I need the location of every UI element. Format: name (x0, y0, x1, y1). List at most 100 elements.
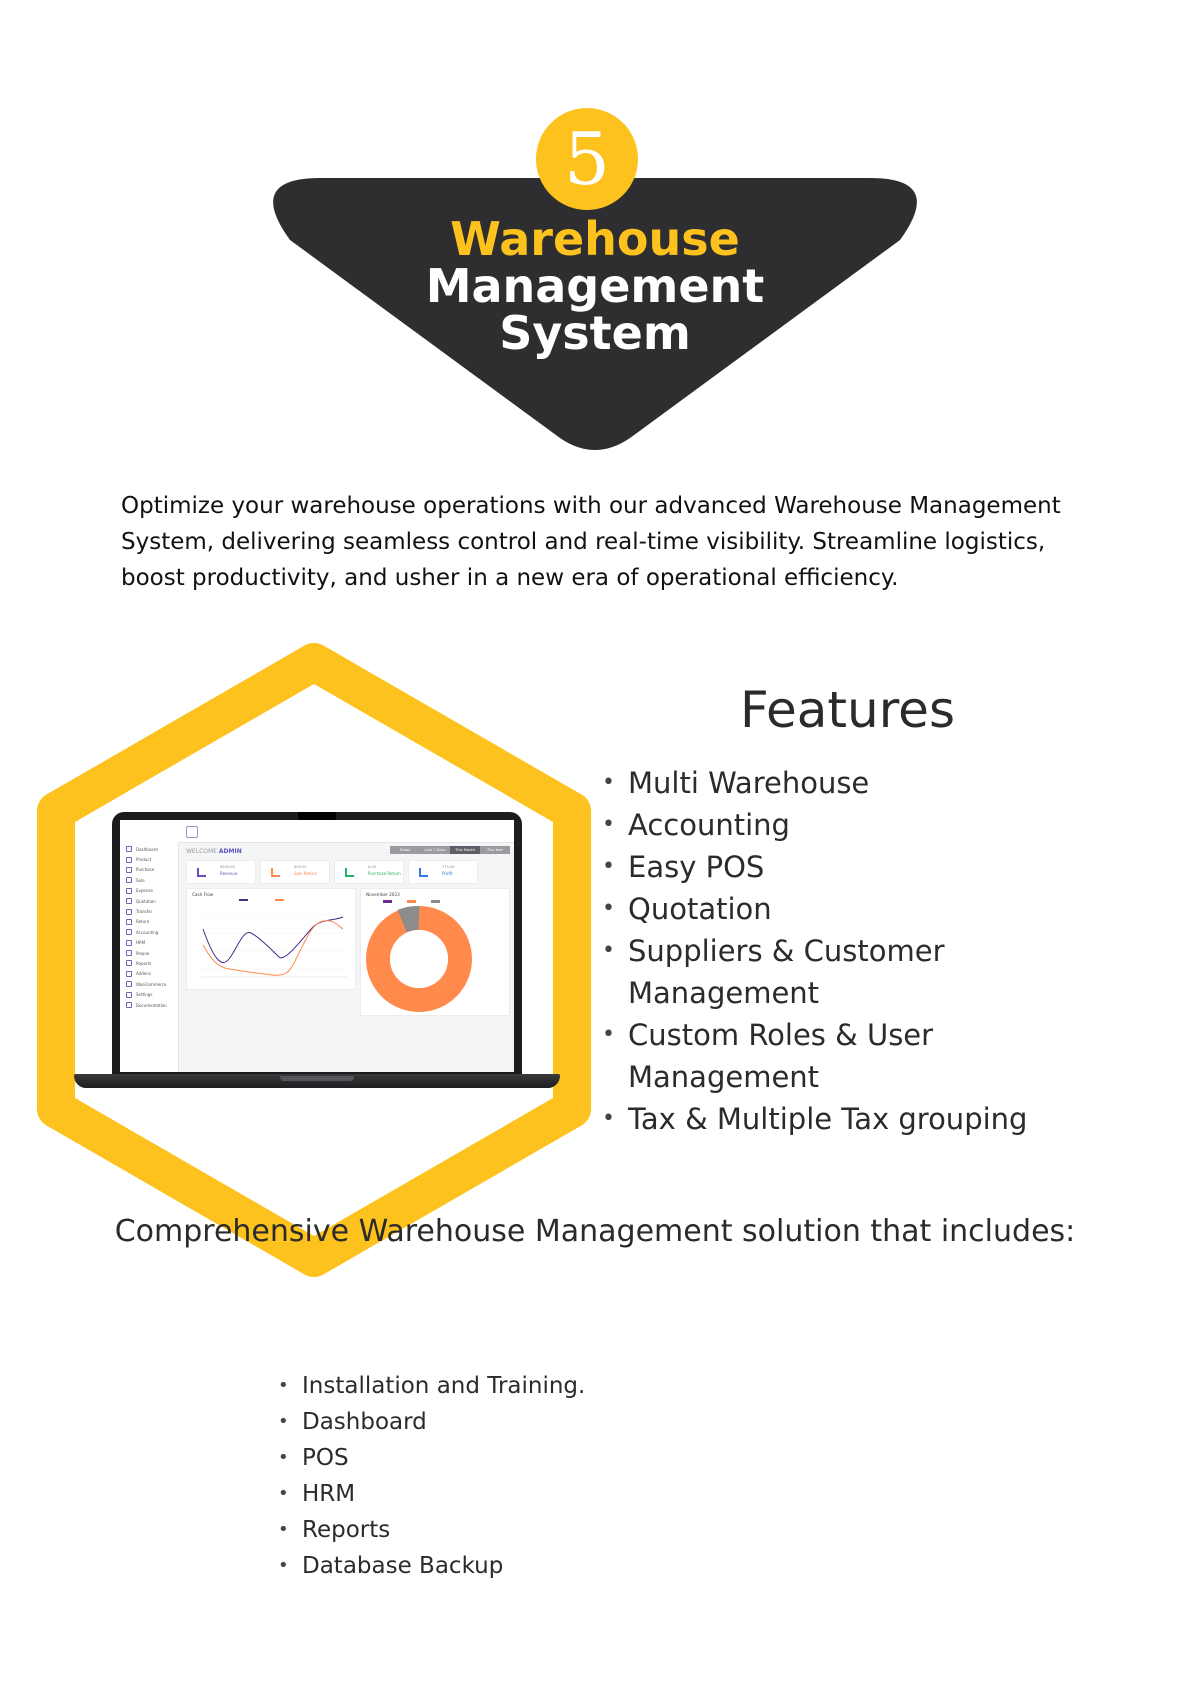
sidebar-item-icon (126, 877, 132, 884)
sidebar-item-label: Quotation (136, 898, 156, 904)
sidebar-item: People (120, 948, 178, 958)
sidebar-item-icon (126, 846, 132, 853)
sidebar-item: Quotation (120, 896, 178, 906)
sidebar-item: Addons (120, 969, 178, 979)
stat-card-icon (419, 868, 428, 877)
sidebar-item: Product (120, 854, 178, 864)
sidebar-item-icon (126, 960, 132, 967)
feature-item: Easy POS (600, 846, 1120, 888)
cash-flow-title: Cash Flow (192, 892, 214, 897)
sidebar-item-icon (126, 908, 132, 915)
sidebar-item: Return (120, 917, 178, 927)
feature-item-text: Multi Warehouse (628, 766, 870, 800)
sidebar-item-icon (126, 991, 132, 998)
intro-paragraph: Optimize your warehouse operations with … (121, 493, 1061, 591)
sidebar-item-icon (126, 887, 132, 894)
feature-item-text-continued: Management (628, 976, 820, 1010)
dashboard-welcome: WELCOME ADMIN (186, 848, 242, 855)
sidebar-item: Accounting (120, 927, 178, 937)
sidebar-item: Dashboard (120, 844, 178, 854)
sidebar-item-icon (126, 866, 132, 873)
menu-toggle-icon (186, 826, 198, 838)
sidebar-item-icon (126, 950, 132, 957)
feature-item-text: Suppliers & Customer (628, 934, 945, 968)
sidebar-item-label: Expense (136, 888, 153, 894)
stat-card-icon (345, 868, 354, 877)
section-number-badge: 5 (536, 108, 638, 210)
range-button: Today (399, 848, 411, 852)
sidebar-item-label: Dashboard (136, 846, 158, 852)
laptop-base-groove (280, 1076, 354, 1081)
sidebar-item: Reports (120, 958, 178, 968)
sidebar-item-label: Product (136, 857, 152, 863)
cash-flow-panel: Cash Flow (186, 888, 356, 990)
feature-item: Tax & Multiple Tax grouping (600, 1098, 1120, 1140)
sidebar-item: Settings (120, 989, 178, 999)
includes-item: Installation and Training. (276, 1368, 876, 1404)
date-range-selector: Today Last 7 Days This Month This Year (390, 846, 510, 854)
title-line-management: Management (425, 259, 765, 313)
sidebar-item-icon (126, 939, 132, 946)
feature-item: Multi Warehouse (600, 762, 1120, 804)
laptop-base (74, 1074, 560, 1088)
sidebar-item-label: HRM (136, 940, 146, 946)
sidebar-item: Transfer (120, 906, 178, 916)
feature-item-text: Easy POS (628, 850, 765, 884)
dashboard-topbar (178, 820, 514, 843)
stat-card-icon (271, 868, 280, 877)
sidebar-item: Sale (120, 875, 178, 885)
stat-card-label: Sale Return (294, 871, 318, 876)
feature-item-text-continued: Management (628, 1060, 820, 1094)
donut-panel: November 2023 (360, 888, 510, 1016)
sidebar-item-icon (126, 898, 132, 905)
range-button: Last 7 Days (424, 848, 446, 852)
feature-item-text: Quotation (628, 892, 772, 926)
sidebar-item: Expense (120, 886, 178, 896)
feature-item: Quotation (600, 888, 1120, 930)
features-list: Multi WarehouseAccountingEasy POS Quotati… (600, 762, 1120, 1140)
includes-item: Database Backup (276, 1548, 876, 1584)
feature-item-text: Accounting (628, 808, 790, 842)
stat-card-label: Revenue (220, 871, 238, 876)
feature-item-text: Tax & Multiple Tax grouping (628, 1102, 1028, 1136)
banner-shape (273, 178, 917, 450)
stat-card-value: 0.00 (368, 865, 377, 869)
sidebar-item-label: People (136, 950, 150, 956)
sidebar-item: Documentation (120, 1000, 178, 1010)
sidebar-item-icon (126, 929, 132, 936)
stat-card-value: $950.00 (220, 865, 235, 869)
donut-chart (366, 900, 472, 1012)
sidebar-item-icon (126, 970, 132, 977)
includes-heading: Comprehensive Warehouse Management solut… (114, 1214, 1076, 1249)
feature-item-text: Custom Roles & User (628, 1018, 934, 1052)
range-button: This Month (450, 846, 480, 854)
stat-card-label: Purchase Return (368, 871, 401, 876)
includes-item: Reports (276, 1512, 876, 1548)
sidebar-item-label: Transfer (136, 909, 153, 915)
includes-list: Installation and Training.DashboardPOSHR… (276, 1368, 876, 1584)
sidebar-item-label: Reports (136, 960, 152, 966)
includes-item: Dashboard (276, 1404, 876, 1440)
range-button: This Year (486, 848, 504, 852)
title-line-warehouse: Warehouse (450, 212, 740, 266)
includes-item: POS (276, 1440, 876, 1476)
sidebar-item-icon (126, 1002, 132, 1009)
sidebar-item-label: Settings (136, 992, 153, 998)
sidebar-item-label: Documentation (136, 1002, 167, 1008)
features-heading: Features (740, 681, 955, 739)
cash-flow-chart (201, 899, 347, 978)
sidebar-item: Purchase (120, 865, 178, 875)
sidebar-item-icon (126, 918, 132, 925)
stat-card-icon (197, 868, 206, 877)
title-line-system: System (499, 306, 691, 360)
stat-card-value: 775.00 (442, 865, 455, 869)
